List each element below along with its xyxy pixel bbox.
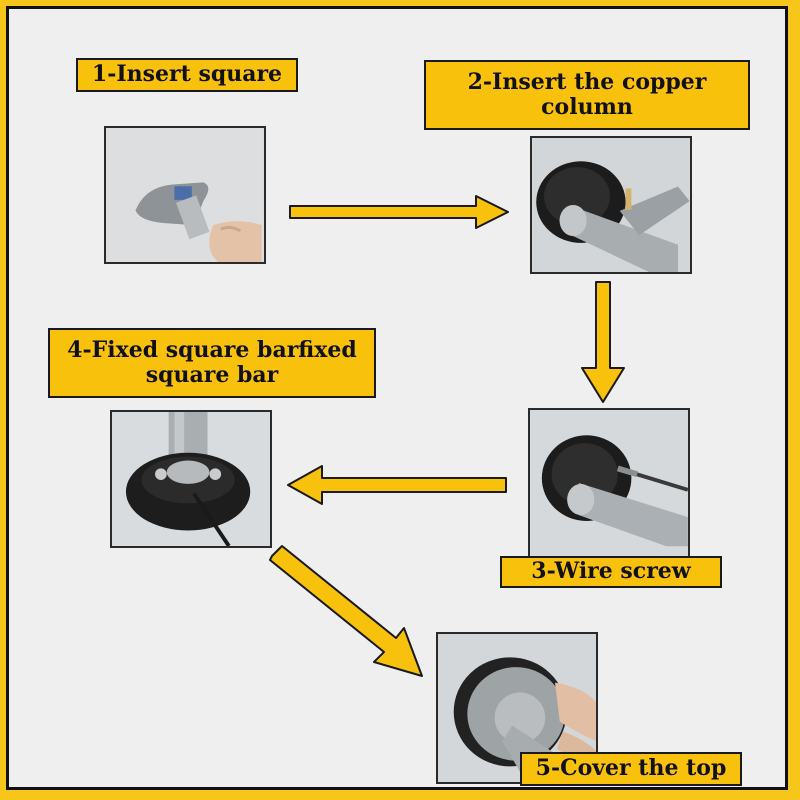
step-4-label: 4-Fixed square barfixed square bar [48, 328, 376, 398]
fixed-square-bar-photo [110, 410, 272, 548]
wire-screw-photo [528, 408, 690, 558]
step-2-label: 2-Insert the copper column [424, 60, 750, 130]
step-1-label: 1-Insert square [76, 58, 298, 92]
step-3-label: 3-Wire screw [500, 556, 722, 588]
step-5-label: 5-Cover the top [520, 752, 742, 786]
insert-square-photo [104, 126, 266, 264]
insert-copper-column-photo [530, 136, 692, 274]
